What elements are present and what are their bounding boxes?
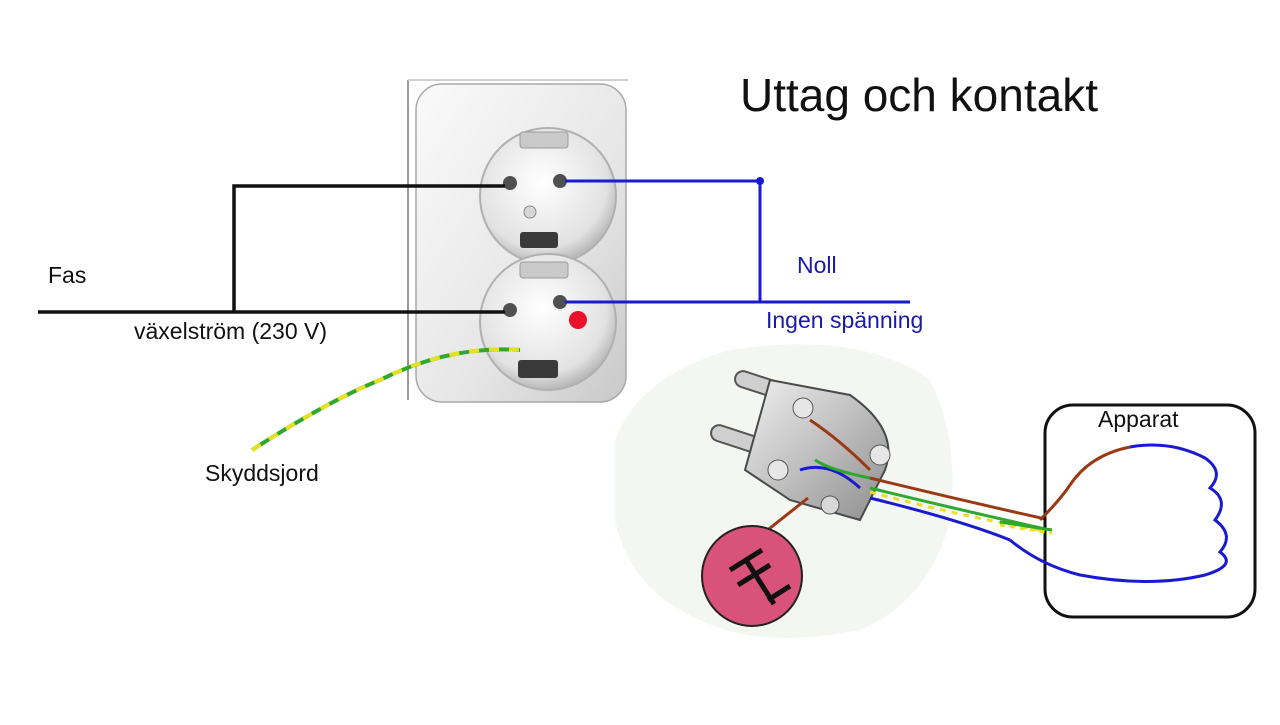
earth-symbol-icon [701, 496, 809, 627]
label-neutral: Noll [797, 252, 837, 278]
page-title: Uttag och kontakt [740, 69, 1098, 121]
appliance-box-icon [999, 403, 1257, 619]
label-no-voltage: Ingen spänning [766, 307, 924, 333]
label-protective-earth: Skyddsjord [205, 460, 319, 486]
label-appliance: Apparat [1098, 406, 1179, 432]
earth-wire [250, 347, 521, 452]
schuko-plug-icon [710, 370, 891, 522]
label-alternating-current: växelström (230 V) [134, 318, 328, 344]
label-phase: Fas [48, 262, 87, 288]
double-wall-socket-icon [407, 79, 628, 403]
indicator-dot [569, 311, 587, 329]
phase-wire [38, 184, 505, 314]
neutral-wire [565, 177, 910, 304]
